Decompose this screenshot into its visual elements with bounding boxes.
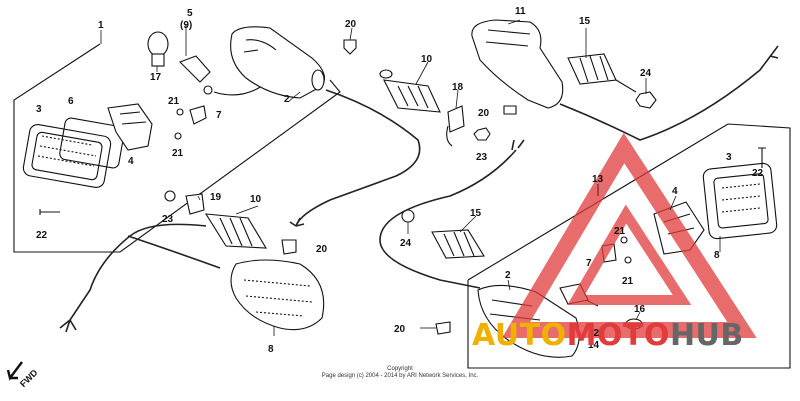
nut-23a — [473, 127, 491, 141]
callout-21c: 21 — [614, 226, 626, 237]
cap-20c — [281, 239, 297, 255]
callout-21d: 21 — [622, 276, 634, 287]
watermark-text: AUTOMOTOHUB — [472, 321, 744, 351]
callout-2a: 2 — [284, 94, 290, 105]
nut-24a — [635, 91, 657, 109]
watermark-part-hub: HUB — [669, 318, 744, 353]
lens-rear-right-8 — [702, 162, 778, 240]
callout-7a: 7 — [216, 110, 222, 121]
copyright-line-2: Page design (c) 2004 - 2014 by ARI Netwo… — [321, 373, 479, 379]
bulb-socket-left — [107, 103, 153, 151]
watermark-part-auto: AUTO — [472, 318, 567, 353]
screw-20d — [435, 321, 451, 335]
callout-8a: 8 — [268, 344, 274, 355]
screw-22a — [39, 209, 60, 215]
callout-10b: 10 — [250, 194, 262, 205]
callout-11: 11 — [515, 6, 526, 17]
callouts: 1 5 (9) 17 2 20 3 6 4 21 7 21 22 10 18 2… — [36, 6, 764, 355]
washer-23b — [164, 190, 176, 202]
socket-5 — [179, 55, 263, 96]
stalk-10-upper — [379, 69, 441, 113]
callout-23a: 23 — [476, 152, 488, 163]
stalk-15-lower — [431, 229, 485, 259]
callout-16: 16 — [634, 304, 646, 315]
callout-19: 19 — [210, 192, 222, 203]
bracket-18 — [446, 105, 465, 147]
gasket-front-left — [59, 117, 125, 169]
housing-rear-right — [471, 19, 564, 109]
screw-21b — [174, 132, 182, 140]
assembly-frame-right — [467, 123, 791, 369]
stalk-10-lower — [204, 213, 268, 249]
callout-22a: 22 — [36, 230, 48, 241]
watermark-part-moto: MOTO — [566, 318, 670, 353]
callout-5: 5 — [187, 8, 193, 19]
copyright-notice: Copyright Page design (c) 2004 - 2014 by… — [300, 366, 500, 380]
callout-12: 12 — [588, 328, 600, 339]
bulb-left — [147, 31, 169, 67]
screw-20b — [503, 105, 517, 115]
screw-21a — [176, 108, 184, 116]
stalk-15-upper — [567, 53, 637, 93]
callout-8b: 8 — [714, 250, 720, 261]
callout-23b: 23 — [162, 214, 174, 225]
callout-3b: 3 — [726, 152, 732, 163]
callout-10a: 10 — [421, 54, 433, 65]
wiring-harness — [59, 45, 779, 333]
copyright-line-1: Copyright — [387, 366, 413, 372]
callout-3a: 3 — [36, 104, 42, 115]
callout-24b: 24 — [400, 238, 412, 249]
screw-21d — [624, 256, 632, 264]
callout-20c: 20 — [316, 244, 328, 255]
lens-front-lower-8 — [230, 259, 325, 331]
callout-20a: 20 — [345, 19, 357, 30]
callout-14: 14 — [588, 340, 600, 351]
lens-front-left — [22, 123, 112, 189]
callout-13: 13 — [592, 174, 604, 185]
screw-20a — [343, 39, 357, 55]
assembly-frame-left — [13, 43, 341, 253]
screw-22b — [758, 147, 766, 168]
callout-15b: 15 — [470, 208, 482, 219]
callout-6: 6 — [68, 96, 74, 107]
fwd-arrow-icon — [6, 361, 23, 381]
callout-2b: 2 — [505, 270, 511, 281]
callout-17: 17 — [150, 72, 162, 83]
callout-18: 18 — [452, 82, 464, 93]
watermark-logo-triangle — [501, 132, 757, 338]
callout-20d: 20 — [394, 324, 406, 335]
screw-21c — [620, 236, 628, 244]
bracket-19 — [185, 193, 205, 215]
callout-20b: 20 — [478, 108, 490, 119]
callout-4b: 4 — [672, 186, 678, 197]
callout-21a: 21 — [168, 96, 180, 107]
callout-1: 1 — [98, 20, 104, 31]
callout-21b: 21 — [172, 148, 184, 159]
bracket-7a — [189, 105, 207, 125]
callout-7b: 7 — [586, 258, 592, 269]
callout-22b: 22 — [752, 168, 764, 179]
callout-24a: 24 — [640, 68, 652, 79]
leader-lines — [100, 19, 721, 336]
housing-front-left — [230, 26, 325, 99]
callout-9: (9) — [180, 20, 192, 31]
callout-15a: 15 — [579, 16, 591, 27]
callout-4a: 4 — [128, 156, 134, 167]
